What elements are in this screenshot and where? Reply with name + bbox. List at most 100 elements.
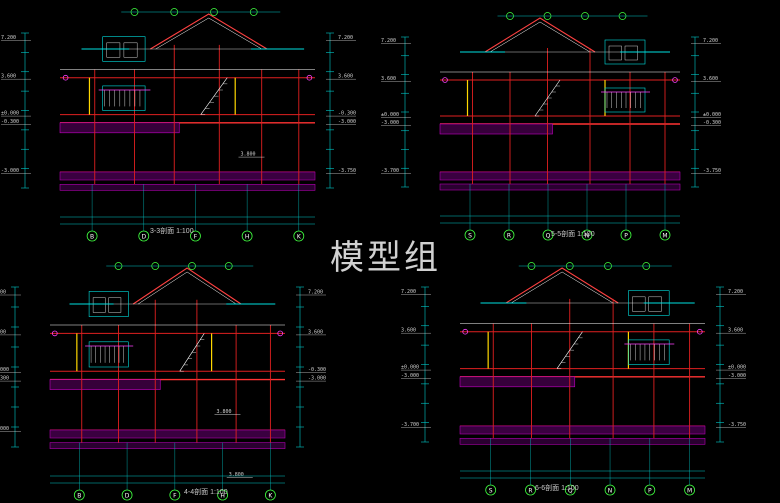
axis-bubble bbox=[564, 484, 576, 496]
detail-callout-circle bbox=[224, 262, 233, 270]
level-label-left: -3.700 bbox=[401, 422, 419, 428]
axis-bubble bbox=[644, 484, 656, 496]
detail-callout-circle bbox=[604, 262, 612, 270]
detail-callout-circle bbox=[565, 262, 574, 270]
axis-bubble bbox=[264, 489, 276, 501]
roof-inner-line bbox=[489, 21, 591, 53]
level-symbol bbox=[672, 77, 678, 83]
level-symbol bbox=[442, 77, 448, 83]
gable-roof-line bbox=[132, 267, 242, 305]
axis-bubble-label: K bbox=[297, 234, 302, 241]
window-pane bbox=[108, 297, 122, 313]
elevation-callout: 3.800 bbox=[229, 472, 244, 478]
axis-bubble-label: P bbox=[648, 488, 652, 495]
ground-hatch bbox=[459, 425, 706, 435]
axis-bubble bbox=[525, 484, 536, 496]
level-label-left: -3.000 bbox=[0, 426, 9, 432]
level-label-right: -0.300 bbox=[308, 367, 326, 373]
window-elevation bbox=[102, 85, 146, 111]
axis-bubble bbox=[620, 229, 632, 241]
level-label-left: 7.200 bbox=[381, 38, 396, 44]
gable-roof-line bbox=[150, 13, 268, 50]
window-pane bbox=[624, 45, 638, 61]
level-label-left: ±0.000 bbox=[401, 365, 419, 371]
level-label-left: ±0.000 bbox=[381, 112, 399, 118]
level-label-left: -3.700 bbox=[381, 168, 399, 174]
roof-inner-line bbox=[155, 17, 262, 50]
level-label-right: -3.750 bbox=[338, 168, 356, 174]
level-label-right: 3.600 bbox=[308, 329, 323, 335]
axis-bubble-label: F bbox=[173, 493, 177, 500]
section-title-5-5: 5-5剖面 1:100 bbox=[551, 229, 595, 239]
level-label-right: -0.300 bbox=[338, 111, 356, 117]
section-title-text: 3-3剖面 bbox=[150, 228, 175, 235]
level-symbol bbox=[462, 328, 469, 335]
axis-bubble-label: K bbox=[268, 493, 273, 500]
section-s55: 7.2003.600±0.000-3.000-3.7007.2003.600±0… bbox=[381, 12, 721, 241]
level-label-left: -3.000 bbox=[381, 120, 399, 126]
level-label-right: 7.200 bbox=[308, 290, 323, 296]
axis-bubble-label: M bbox=[687, 488, 692, 495]
ground-hatch bbox=[439, 171, 681, 181]
level-label-right: 7.200 bbox=[728, 289, 743, 295]
detail-callout-circle bbox=[527, 262, 536, 270]
foundation-hatch bbox=[49, 442, 286, 449]
level-label-left: ±0.000 bbox=[0, 367, 9, 373]
window-pane bbox=[92, 297, 106, 313]
level-label-right: ±0.000 bbox=[728, 365, 746, 371]
section-title-4-4: 4-4剖面 1:100 bbox=[184, 487, 228, 497]
foundation-hatch bbox=[459, 437, 706, 445]
section-s66: 7.2003.600±0.000-3.000-3.7007.2003.600±0… bbox=[401, 262, 746, 496]
stair-line bbox=[200, 77, 228, 115]
level-label-left: 3.600 bbox=[401, 328, 416, 334]
level-label-right: 3.600 bbox=[728, 328, 743, 334]
detail-callout-circle bbox=[581, 12, 589, 20]
axis-bubble bbox=[604, 484, 616, 496]
axis-bubble-label: S bbox=[468, 233, 472, 240]
level-label-left: 3.600 bbox=[1, 74, 16, 80]
level-label-right: 7.200 bbox=[338, 35, 353, 41]
detail-callout-circle bbox=[642, 262, 651, 270]
elevation-callout: 3.800 bbox=[217, 409, 232, 415]
axis-bubble bbox=[293, 230, 305, 242]
level-label-left: 7.200 bbox=[0, 290, 6, 296]
level-label-right: -3.750 bbox=[728, 422, 746, 428]
window-pane bbox=[608, 45, 622, 61]
axis-bubble bbox=[241, 230, 253, 242]
level-label-right: -3.000 bbox=[308, 376, 326, 382]
detail-callout-circle bbox=[506, 12, 514, 20]
foundation-hatch bbox=[439, 183, 681, 191]
ground-hatch bbox=[49, 429, 286, 439]
gable-roof-line bbox=[505, 267, 619, 304]
level-label-right: -3.000 bbox=[338, 119, 356, 125]
window-pane bbox=[648, 296, 662, 312]
basement-slab-hatch bbox=[459, 376, 576, 388]
axis-bubble-label: N bbox=[608, 488, 613, 495]
axis-bubble-label: B bbox=[77, 493, 81, 500]
axis-bubble-label: F bbox=[194, 234, 198, 241]
axis-bubble-label: N bbox=[585, 233, 590, 240]
axis-bubble bbox=[503, 229, 515, 241]
window-pane bbox=[106, 42, 121, 58]
detail-callout-circle bbox=[130, 8, 139, 16]
stair-line bbox=[179, 333, 205, 372]
basement-slab-hatch bbox=[59, 122, 180, 134]
level-label-right: -3.750 bbox=[703, 168, 721, 174]
level-symbol bbox=[62, 74, 69, 81]
axis-bubble bbox=[169, 489, 181, 501]
gable-roof-line bbox=[484, 17, 596, 53]
axis-bubble bbox=[659, 229, 671, 241]
level-label-right: 7.200 bbox=[703, 38, 718, 44]
level-label-right: -0.300 bbox=[703, 120, 721, 126]
axis-bubble bbox=[73, 489, 85, 501]
roof-inner-line bbox=[510, 271, 614, 304]
level-label-right: ±0.000 bbox=[703, 112, 721, 118]
detail-callout-circle bbox=[543, 12, 552, 20]
basement-slab-hatch bbox=[49, 379, 161, 390]
level-symbol bbox=[696, 328, 703, 335]
level-symbol bbox=[277, 330, 284, 337]
watermark-text: 模型组 bbox=[330, 238, 441, 278]
roof-inner-line bbox=[137, 271, 237, 305]
section-s44: 7.2003.600±0.000-0.300-3.0007.2003.600-0… bbox=[0, 262, 326, 501]
section-scale: 1:100 bbox=[577, 231, 595, 238]
